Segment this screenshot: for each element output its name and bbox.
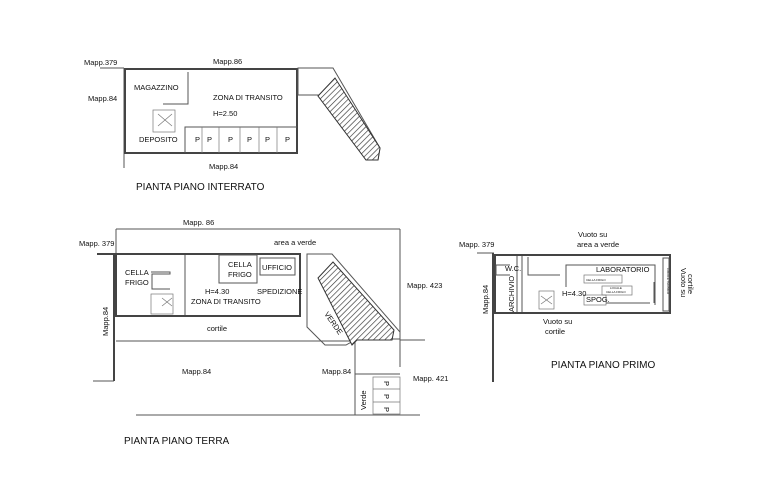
room-locale-tecnico-label: LOCALE TECNICO [666,268,670,295]
room-cella-frigo-2 [218,254,258,284]
parking-label: P [285,135,290,144]
room-cella-frigo [583,274,623,284]
label-vuoto-top: area a verde [577,240,619,249]
parking-label: P [247,135,252,144]
room-wc: W.C. [505,264,521,273]
room-locale-cella-label: LOCALE [610,286,622,290]
plan-terra: Mapp. 86 Mapp. 379 area a verde CELLA FR… [79,218,448,447]
parking-dividers [201,127,278,153]
room-ufficio-label: UFFICIO [262,263,292,272]
label-mapp-421: Mapp. 421 [413,374,448,383]
parking-label: P [228,135,233,144]
label-mapp-379: Mapp.379 [84,58,117,67]
room-locale-tecnico [662,257,670,312]
label-mapp-86: Mapp.86 [213,57,242,66]
room-zona-transito: ZONA DI TRANSITO [213,93,283,102]
room-locale-cella [601,285,633,296]
wall-wc [495,264,510,276]
room-archivio: ARCHIVIO [507,276,516,312]
wall [527,257,560,276]
parking-label: P [207,135,212,144]
label-mapp-423: Mapp. 423 [407,281,442,290]
parking-area [372,376,401,415]
plan-title-terra: PIANTA PIANO TERRA [124,436,230,447]
room-spog [583,294,607,306]
label-mapp-379: Mapp. 379 [79,239,114,248]
label-vuoto-right: Vuoto su [679,268,688,297]
ramp-hatched [317,261,395,346]
room-laboratorio: LABORATORIO [596,265,650,274]
stair-icon [150,293,174,315]
stair-cross [157,113,173,127]
label-mapp-84: Mapp.84 [182,367,211,376]
height-label: H=4.30 [205,287,229,296]
stair-icon [152,109,176,133]
plan-primo: Mapp. 379 Vuoto su area a verde W.C. LAB… [459,230,695,382]
label-mapp-84: Mapp.84 [481,285,490,314]
label-cortile: cortile [207,324,227,333]
label-mapp-379: Mapp. 379 [459,240,494,249]
label-vuoto-right: cortile [686,274,695,294]
room-deposito: DEPOSITO [139,135,178,144]
height-label: H=2.50 [213,109,237,118]
room-cella-frigo-label: CELLA FRIGO [586,278,606,282]
room-locale-cella-label: CELLA FRIGO [606,290,626,294]
wall-magazzino [163,72,189,105]
label-vuoto-bottom: Vuoto su [543,317,572,326]
plan-title-primo: PIANTA PIANO PRIMO [551,360,655,371]
label-mapp-84-bottom: Mapp.84 [209,162,238,171]
parking-label: P [382,407,391,412]
parking-label: P [382,394,391,399]
building-outline [494,254,671,314]
parking-label: P [265,135,270,144]
label-mapp-86: Mapp. 86 [183,218,214,227]
room-cella-frigo-1: CELLA [125,268,149,277]
parking-label: P [195,135,200,144]
ramp-hatched [317,77,381,161]
stair-cross [540,295,553,305]
building-outline [115,253,301,317]
wall-laboratorio [565,264,656,305]
stair-cross [161,297,173,307]
label-vuoto-bottom: cortile [545,327,565,336]
parking-row [184,126,297,153]
room-magazzino: MAGAZZINO [134,83,179,92]
stair-icon [538,290,555,310]
label-vuoto-top: Vuoto su [578,230,607,239]
label-mapp-84-left: Mapp.84 [88,94,117,103]
label-area-verde: area a verde [274,238,316,247]
plan-interrato: Mapp.379 Mapp.86 Mapp.84 MAGAZZINO ZONA … [84,57,381,193]
label-verde: Verde [359,390,368,410]
room-spog-label: SPOG. [586,295,610,304]
building-outline [124,68,298,154]
room-cella-frigo-2: FRIGO [228,270,252,279]
wall-cella [151,271,171,290]
room-cella-frigo-2: CELLA [228,260,252,269]
room-spedizione: SPEDIZIONE [257,287,302,296]
label-mapp-84: Mapp.84 [322,367,351,376]
parking-label: P [382,381,391,386]
height-label: H=4.30 [562,289,586,298]
room-ufficio [259,257,296,276]
plan-title-interrato: PIANTA PIANO INTERRATO [136,182,265,193]
room-cella-frigo-1: FRIGO [125,278,149,287]
label-mapp-84-vertical: Mapp.84 [101,307,110,336]
room-zona-transito: ZONA DI TRANSITO [191,297,261,306]
